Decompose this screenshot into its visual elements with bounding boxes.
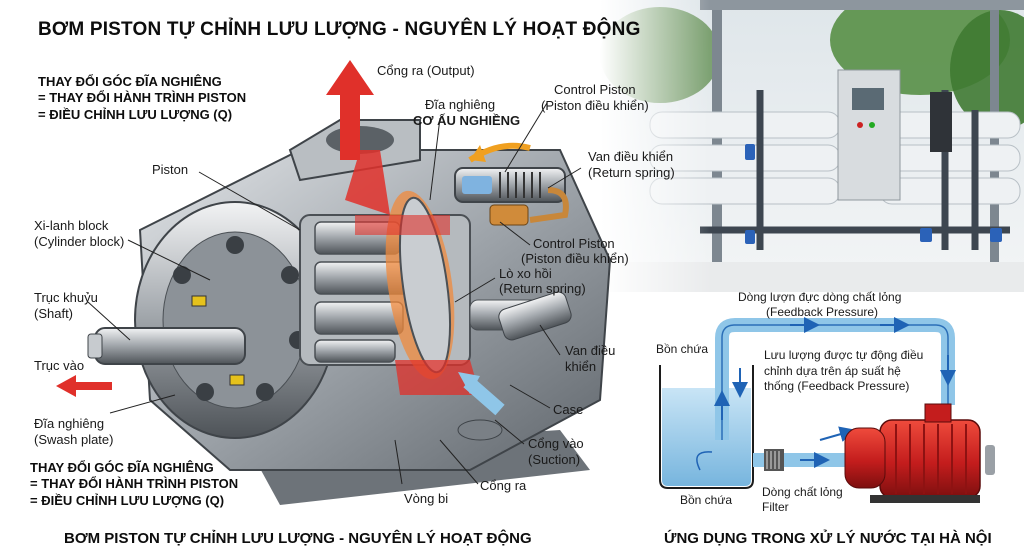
- feedback-desc-line-1: Lưu lượng được tự động điều: [764, 348, 924, 362]
- feedback-flow-2: Filter: [762, 500, 789, 514]
- label-control-piston-top-2: (Piston điều khiển): [541, 98, 649, 113]
- label-control-piston-top-1: Control Piston: [554, 82, 636, 97]
- label-outlet: Cổng ra: [480, 478, 527, 493]
- note-top-line-1: THAY ĐỔI GÓC ĐĨA NGHIÊNG: [38, 74, 222, 89]
- note-bottom-line-2: = THAY ĐỔI HÀNH TRÌNH PISTON: [30, 476, 239, 492]
- label-control-piston-mid-1: Control Piston: [533, 236, 615, 251]
- feedback-title-1: Dòng lượn đực dòng chất lỏng: [738, 290, 902, 304]
- footer-left-caption: BƠM PISTON TỰ CHỈNH LƯU LƯỢNG - NGUYÊN L…: [64, 530, 532, 547]
- label-swash-bot-2: (Swash plate): [34, 432, 114, 447]
- note-bottom-line-1: THAY ĐỔI GÓC ĐĨA NGHIÊNG: [30, 460, 214, 475]
- label-valve-mid-2: khiển: [565, 359, 597, 374]
- piston-pump-cutaway: [56, 60, 612, 505]
- label-cylinder-1: Xi-lanh block: [34, 218, 109, 233]
- feedback-desc-line-2: chỉnh dựa trên áp suất hệ: [764, 363, 901, 378]
- label-control-piston-mid-2: (Piston điều khiển): [521, 251, 629, 266]
- label-valve-mid-1: Van điều: [565, 343, 616, 358]
- treatment-plant-illustration: [600, 0, 1024, 292]
- feedback-loop-diagram: [659, 317, 995, 503]
- label-valve-top-1: Van điều khiển: [588, 149, 674, 164]
- label-valve-top-2: (Return spring): [588, 165, 675, 180]
- label-swash-top-1: Đĩa nghiêng: [425, 97, 496, 112]
- label-suction-1: Cổng vào: [528, 436, 584, 451]
- note-top: THAY ĐỔI GÓC ĐĨA NGHIÊNG = THAY ĐỔI HÀNH…: [38, 74, 246, 123]
- label-swash-bot-1: Đĩa nghiêng: [34, 416, 105, 431]
- note-top-line-2: = THAY ĐỔI HÀNH TRÌNH PISTON: [38, 90, 247, 106]
- feedback-flow-1: Dòng chất lỏng: [762, 485, 843, 499]
- feedback-tank-top: Bồn chứa: [656, 342, 709, 356]
- label-spring-2: (Return spring): [499, 281, 586, 296]
- label-spring-1: Lò xo hồi: [499, 266, 552, 281]
- label-shaft-1: Trục khuỷu: [34, 290, 98, 305]
- feedback-tank-bottom: Bồn chứa: [680, 493, 733, 507]
- label-swash-top-2: CƠ ẤU NGHIỀNG: [413, 113, 521, 128]
- label-shaft-2: (Shaft): [34, 306, 74, 321]
- label-bearing: Vòng bi: [404, 491, 449, 506]
- feedback-desc: Lưu lượng được tự động điều chỉnh dựa tr…: [764, 348, 923, 395]
- label-output: Cổng ra (Output): [377, 63, 475, 78]
- feedback-desc-line-3: thống (Feedback Pressure): [764, 379, 910, 394]
- feedback-title-2: (Feedback Pressure): [766, 305, 879, 319]
- note-top-line-3: = ĐIỀU CHỈNH LƯU LƯỢNG (Q): [38, 106, 233, 122]
- label-cylinder-2: (Cylinder block): [34, 234, 125, 249]
- page-title: BƠM PISTON TỰ CHỈNH LƯU LƯỢNG - NGUYÊN L…: [38, 19, 641, 40]
- label-suction-2: (Suction): [528, 452, 581, 467]
- label-piston: Piston: [152, 162, 189, 177]
- label-shaft-in: Trục vào: [34, 358, 85, 373]
- leader-lines: [87, 102, 582, 485]
- footer-right-caption: ỨNG DỤNG TRONG XỬ LÝ NƯỚC TẠI HÀ NỘI: [664, 530, 992, 547]
- label-case: Case: [553, 402, 584, 417]
- note-bottom-line-3: = ĐIỀU CHỈNH LƯU LƯỢNG (Q): [30, 492, 225, 508]
- note-bottom: THAY ĐỔI GÓC ĐĨA NGHIÊNG = THAY ĐỔI HÀNH…: [30, 460, 238, 509]
